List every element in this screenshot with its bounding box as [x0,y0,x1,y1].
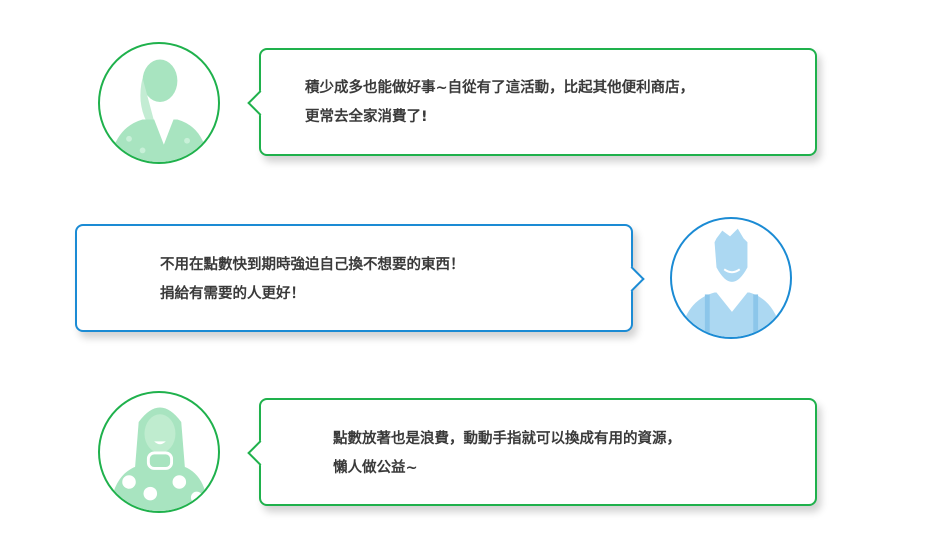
testimonial-line: 積少成多也能做好事~自從有了這活動，比起其他便利商店， [305,80,695,96]
testimonial-text: 不用在點數快到期時強迫自己換不想要的東西！ 捐給有需要的人更好！ [160,251,465,309]
bearded-man-avatar-icon [670,217,792,339]
testimonial-bubble: 點數放著也是浪費，動動手指就可以換成有用的資源， 懶人做公益~ [247,398,817,506]
testimonial-line: 點數放著也是浪費，動動手指就可以換成有用的資源， [333,431,681,447]
testimonial-text: 點數放著也是浪費，動動手指就可以換成有用的資源， 懶人做公益~ [333,425,681,483]
testimonial-bubble: 積少成多也能做好事~自從有了這活動，比起其他便利商店， 更常去全家消費了! [247,48,817,156]
testimonial-text: 積少成多也能做好事~自從有了這活動，比起其他便利商店， 更常去全家消費了! [305,74,694,132]
woman-polka-dot-avatar-icon [98,391,220,513]
testimonial-line: 懶人做公益~ [333,460,418,476]
woman-ponytail-avatar-icon [98,42,220,164]
testimonial-line: 更常去全家消費了! [305,109,428,125]
testimonial-line: 不用在點數快到期時強迫自己換不想要的東西！ [160,257,465,273]
testimonial-bubble: 不用在點數快到期時強迫自己換不想要的東西！ 捐給有需要的人更好！ [75,224,645,332]
testimonial-line: 捐給有需要的人更好！ [160,286,305,302]
